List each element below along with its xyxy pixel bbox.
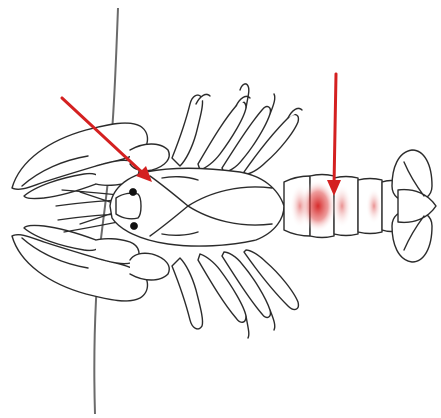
legs-upper — [172, 84, 302, 174]
left-eye — [130, 189, 136, 195]
legs-lower — [172, 250, 298, 338]
tail-fan — [392, 150, 436, 262]
cephalothorax — [110, 168, 284, 246]
right-eye — [131, 223, 137, 229]
